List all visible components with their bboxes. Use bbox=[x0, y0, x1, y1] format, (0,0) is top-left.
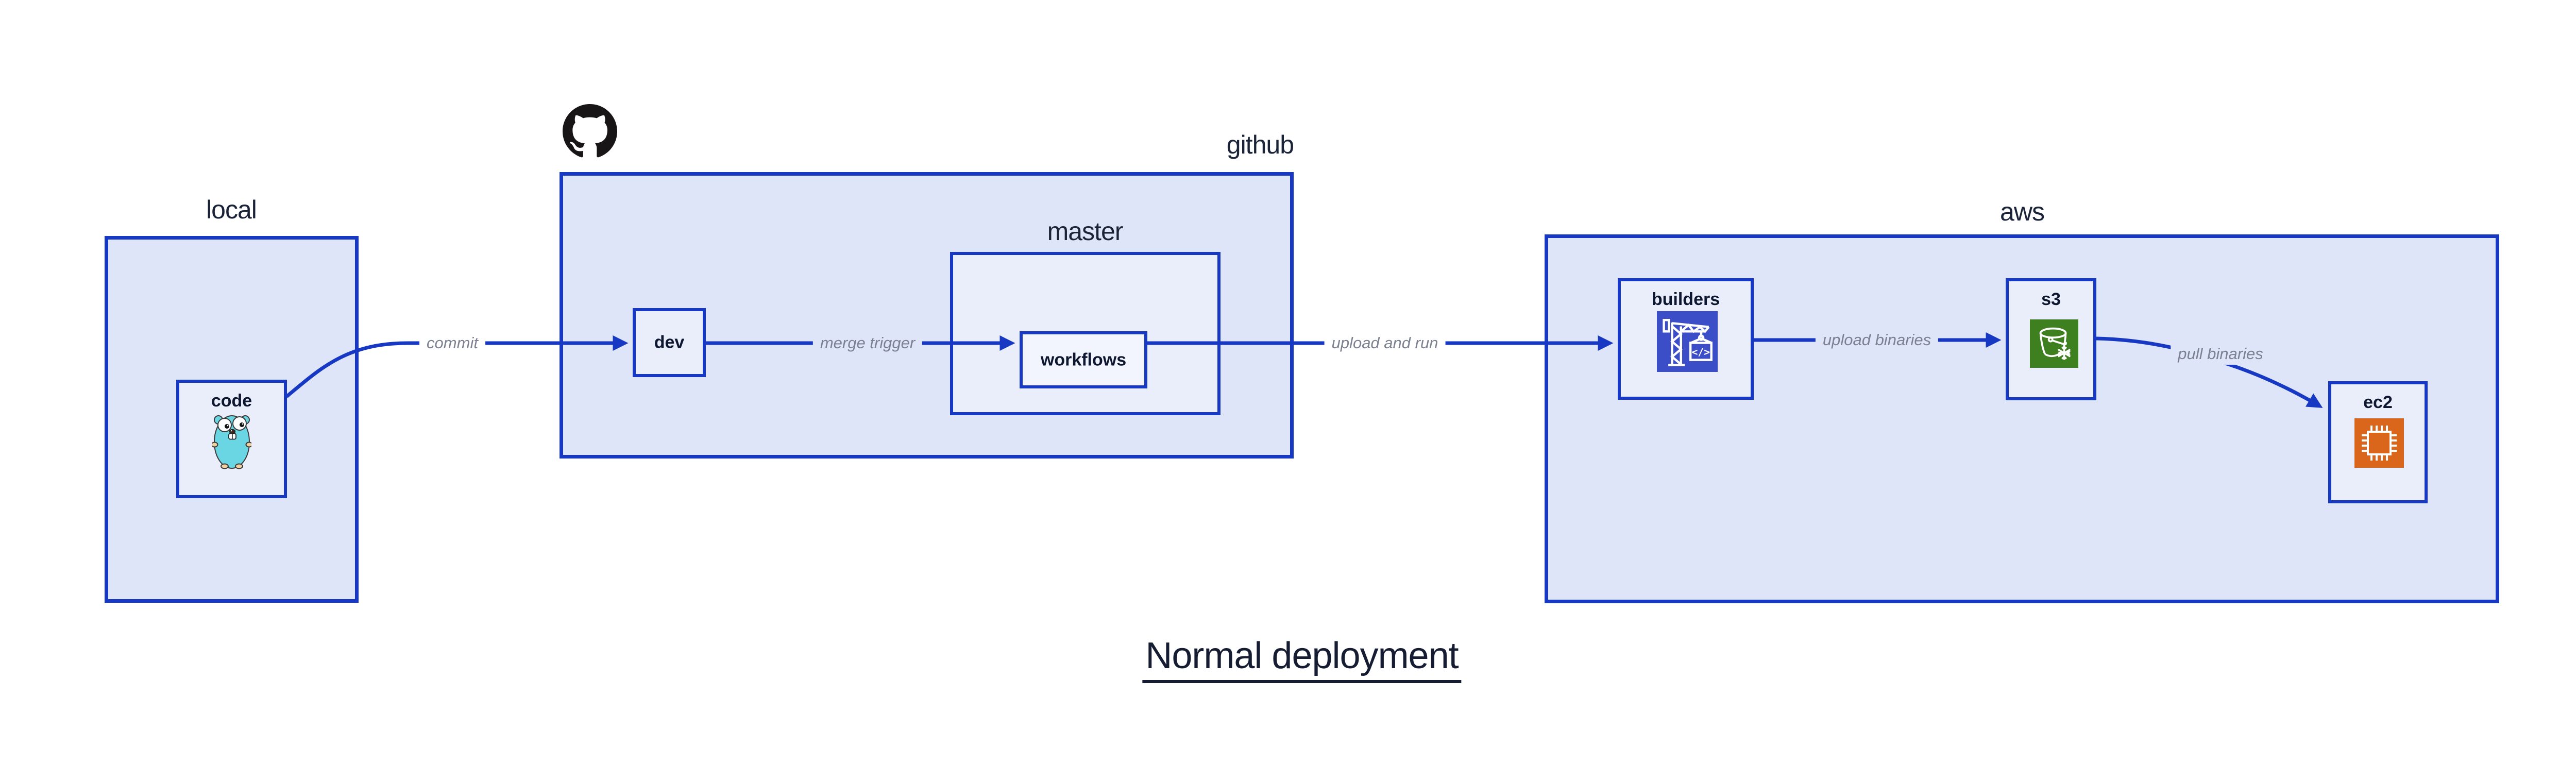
diagram-title: Normal deployment bbox=[1142, 635, 1462, 683]
dev-node-label: dev bbox=[654, 332, 685, 352]
github-group-label: github bbox=[1226, 130, 1294, 159]
dev-node: dev bbox=[633, 308, 706, 377]
edge-label-upload-binaries: upload binaries bbox=[1815, 329, 1939, 351]
local-group-label: local bbox=[206, 195, 257, 224]
code-node-label: code bbox=[211, 391, 252, 411]
github-octocat-icon bbox=[563, 104, 617, 158]
svg-text:</>: </> bbox=[1692, 346, 1710, 358]
builders-node-label: builders bbox=[1651, 290, 1720, 309]
master-group-label: master bbox=[1047, 217, 1124, 246]
code-node: code bbox=[176, 380, 287, 498]
ec2-node-label: ec2 bbox=[2363, 393, 2393, 412]
ec2-node: ec2 bbox=[2328, 381, 2428, 503]
edge-label-upload-and-run: upload and run bbox=[1324, 332, 1446, 354]
s3-node-label: s3 bbox=[2041, 290, 2061, 309]
workflows-node: workflows bbox=[1020, 331, 1147, 388]
aws-group-label: aws bbox=[2000, 197, 2045, 226]
go-gopher-icon bbox=[212, 415, 251, 469]
s3-glacier-bucket-icon bbox=[2030, 319, 2078, 368]
s3-node: s3 bbox=[2006, 278, 2096, 400]
workflows-node-label: workflows bbox=[1040, 350, 1127, 369]
edge-label-pull-binaries: pull binaries bbox=[2171, 343, 2270, 365]
ec2-chip-icon bbox=[2354, 418, 2404, 468]
edge-label-merge-trigger: merge trigger bbox=[812, 332, 923, 354]
builders-node: builders </> bbox=[1618, 278, 1754, 400]
codebuild-crane-icon: </> bbox=[1657, 311, 1718, 372]
edge-label-commit: commit bbox=[419, 332, 485, 354]
